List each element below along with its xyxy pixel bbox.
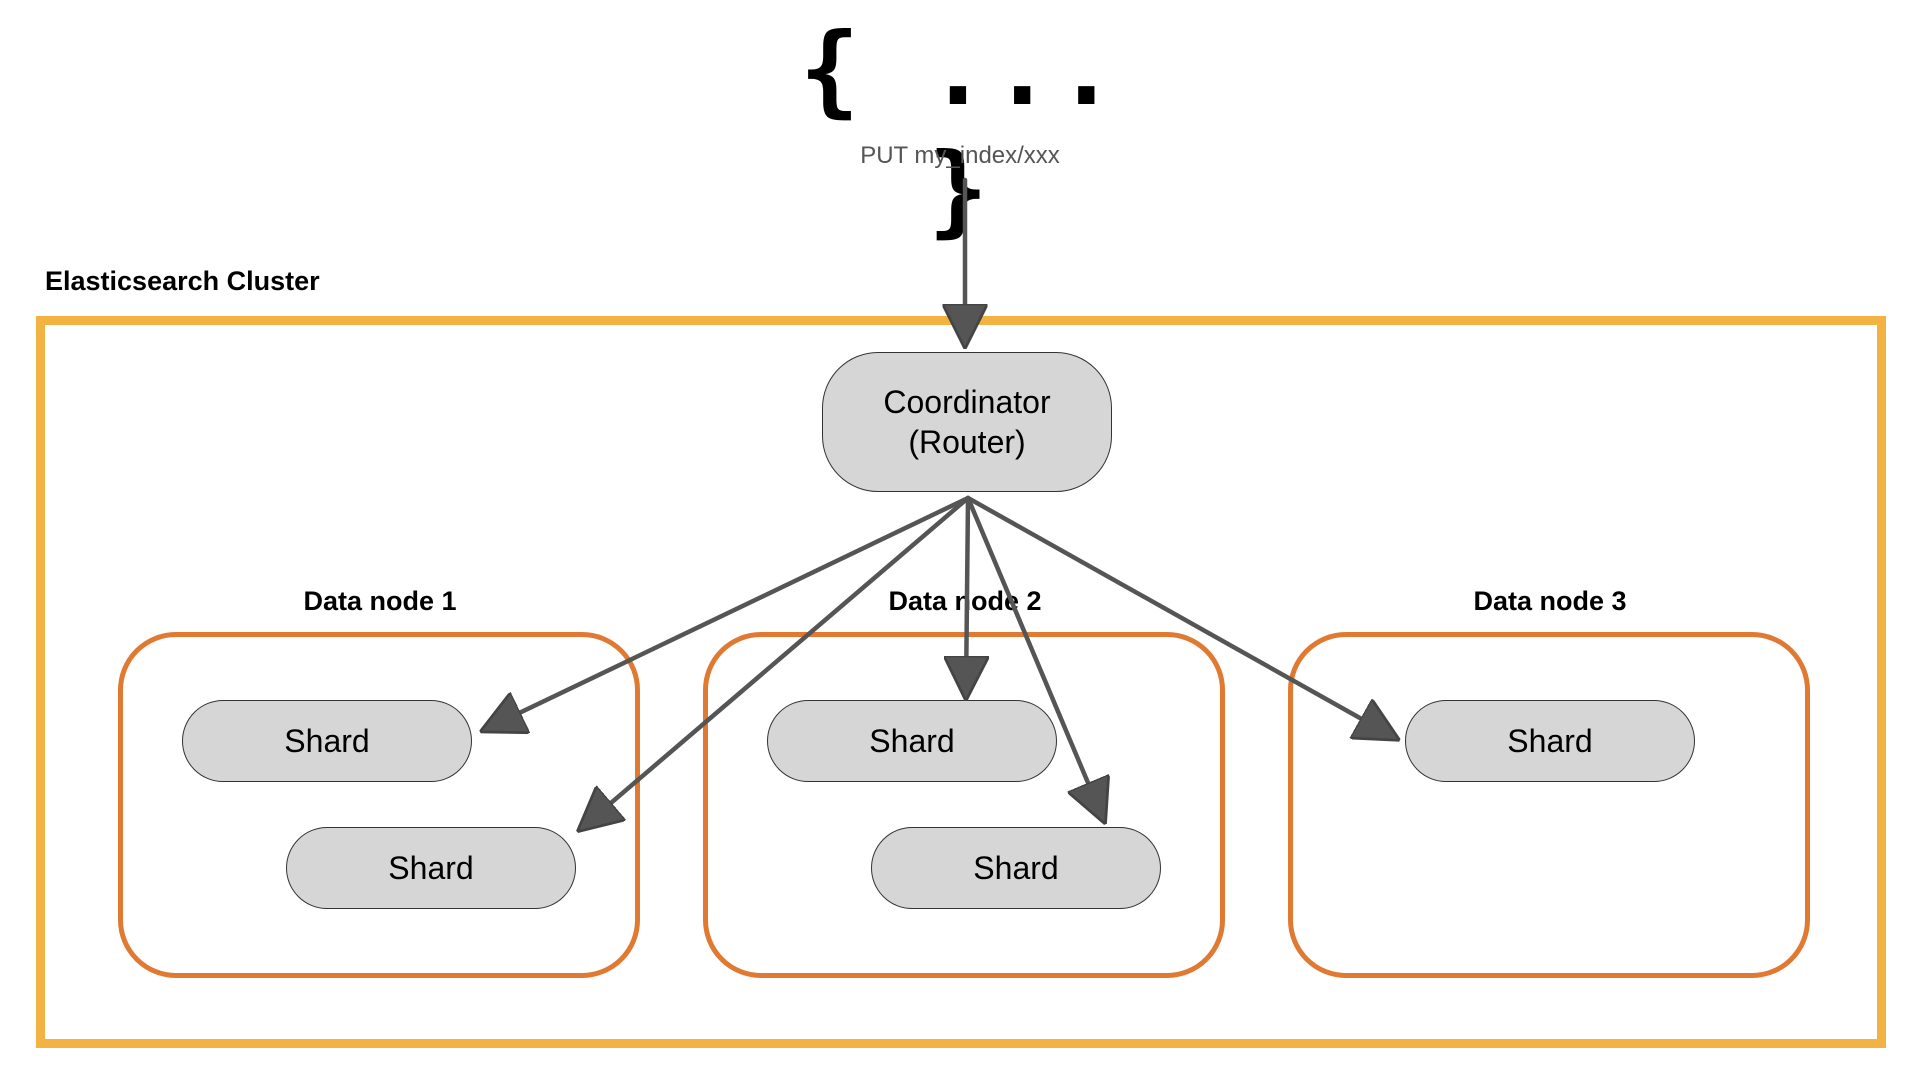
data-node-1-title: Data node 1 bbox=[303, 586, 457, 616]
data-node-2 bbox=[703, 632, 1225, 978]
coordinator-node: Coordinator (Router) bbox=[822, 352, 1112, 492]
arrow-coordinator-to-shard-node1-a bbox=[488, 495, 971, 728]
shard-node2-a: Shard bbox=[767, 700, 1057, 782]
coordinator-label: Coordinator bbox=[883, 384, 1051, 420]
arrow-coordinator-to-shard-node2-b bbox=[965, 495, 1102, 816]
coordinator-sublabel: (Router) bbox=[908, 424, 1026, 460]
cluster-title: Elasticsearch Cluster bbox=[45, 266, 320, 296]
data-node-3 bbox=[1288, 632, 1810, 978]
data-node-3-title: Data node 3 bbox=[1473, 586, 1627, 616]
shard-node1-a: Shard bbox=[182, 700, 472, 782]
shard-node1-b: Shard bbox=[286, 827, 576, 909]
data-node-1 bbox=[118, 632, 640, 978]
arrow-coordinator-to-shard-node1-b bbox=[584, 495, 971, 826]
request-label: PUT my_index/xxx bbox=[860, 142, 1060, 169]
arrow-coordinator-to-shard-node3-a bbox=[965, 495, 1392, 736]
shard-node2-b: Shard bbox=[871, 827, 1161, 909]
shard-node3-a: Shard bbox=[1405, 700, 1695, 782]
json-document-icon: { ... } bbox=[799, 11, 1121, 248]
arrow-coordinator-to-shard-node2-a bbox=[966, 495, 968, 692]
